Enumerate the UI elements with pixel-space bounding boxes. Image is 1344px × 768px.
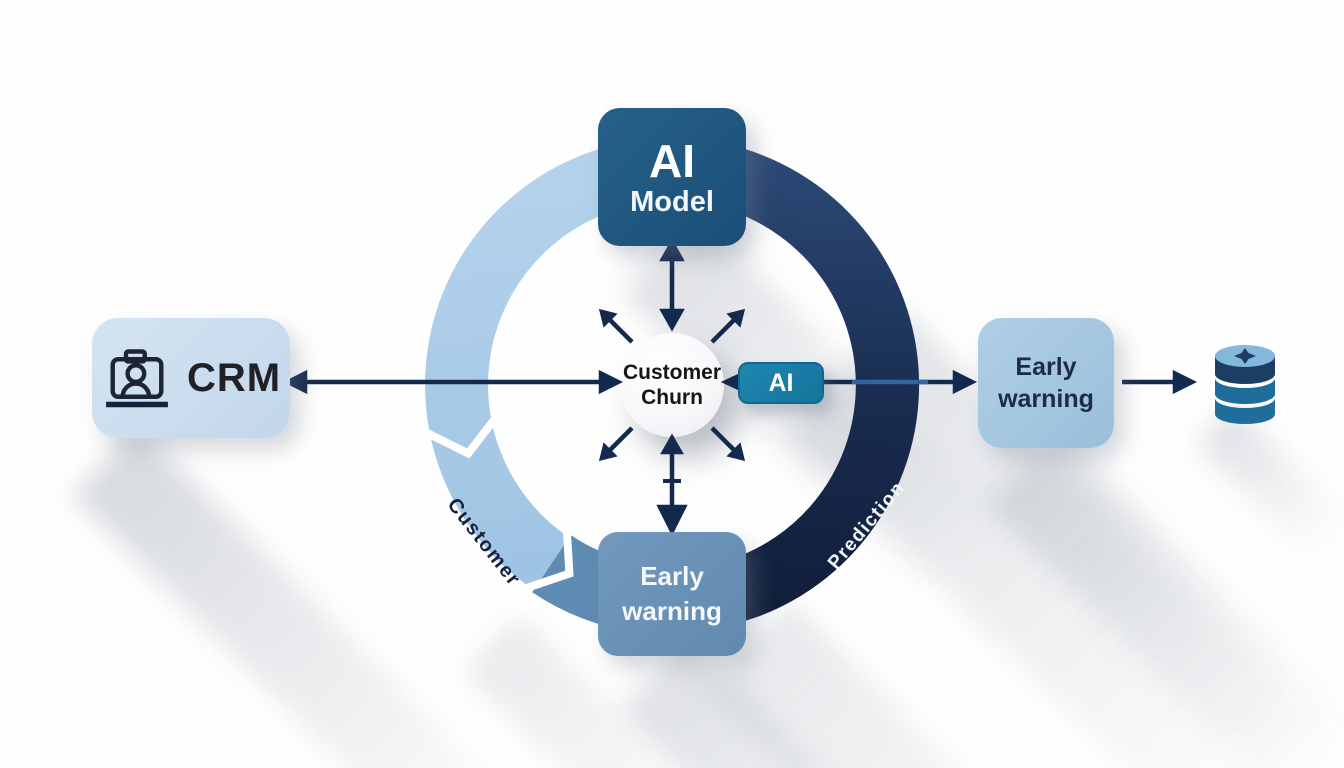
ai-chip-label: AI [768, 368, 794, 397]
ai-model-node: AI Model [598, 108, 746, 246]
contact-card-icon [106, 349, 168, 408]
customer-churn-line1: Customer [622, 360, 722, 384]
ring-segment-prediction [704, 148, 920, 629]
early-warning-bottom-node: Early warning [598, 532, 746, 656]
customer-churn-node: Customer Churn [620, 333, 724, 437]
early-warning-side-node: Early warning [978, 318, 1114, 448]
ai-chip-node: AI [738, 362, 824, 404]
customer-churn-line2: Churn [641, 386, 703, 409]
early-warning-side-line1: Early [1015, 352, 1077, 381]
early-warning-bottom-line2: warning [622, 596, 722, 626]
ai-model-line1: AI [649, 134, 695, 187]
crm-node: CRM [92, 318, 290, 438]
ring-chevron-break-left [424, 417, 498, 459]
early-warning-bottom-line1: Early [640, 560, 704, 591]
database-icon [1215, 345, 1275, 424]
crm-label: CRM [186, 355, 282, 400]
ring-segment-customer [425, 148, 619, 608]
early-warning-side-line2: warning [998, 385, 1094, 413]
ai-model-line2: Model [630, 185, 714, 218]
ring-chevron-break-bottom [522, 529, 574, 593]
sparkle-icon [1234, 348, 1256, 364]
